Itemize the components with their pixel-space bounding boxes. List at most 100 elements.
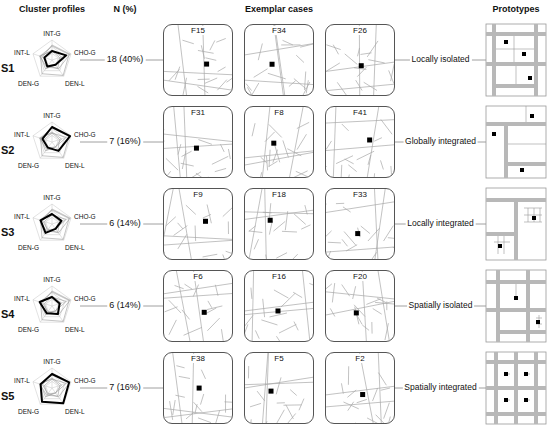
street-line [285,413,296,424]
street-line [184,327,202,335]
street-line [261,157,267,163]
street-line [377,298,386,303]
prototype-site [504,40,508,44]
street-line [245,210,314,220]
axis-label: DEN-L [65,80,85,87]
street-line [279,324,296,333]
street-line [373,388,378,401]
street-line [326,251,331,260]
street-line [294,322,298,331]
radar-profile [40,297,60,314]
prototype-lane [524,208,542,209]
exemplar-case-box: F18 [244,188,314,260]
prototype-lane [504,236,505,254]
case-label-holder: F6 [164,273,232,282]
prototype-lane [494,49,536,50]
street-line [164,236,233,240]
street-line [348,402,354,411]
street-map [326,25,395,96]
prototype-lane [516,282,517,296]
street-line [343,207,351,212]
street-line [283,40,293,45]
prototype-frame [486,106,546,178]
street-line [265,132,275,142]
street-line [333,107,336,178]
street-line [263,299,265,317]
street-line [297,134,306,149]
site-marker [270,62,275,67]
street-line [217,80,226,91]
street-line [386,301,387,310]
street-map [164,189,233,260]
street-line [224,401,233,403]
street-line [342,124,349,131]
prototype-street [486,280,546,284]
street-line [245,212,314,214]
prototype-lane [524,215,542,216]
street-line [205,58,216,61]
column-header: N (%) [114,5,137,15]
street-line [361,226,370,233]
street-line [393,171,395,173]
prototype-name: Globally integrated [403,137,478,146]
radar-chart [33,204,71,240]
street-line [375,302,395,304]
street-line [357,67,366,76]
prototype-site [524,372,528,376]
street-line [227,77,233,82]
street-line [354,305,365,317]
street-line [273,221,285,231]
street-line [201,394,204,405]
street-line [275,146,280,163]
street-line [203,25,205,96]
case-label-holder: F31 [164,109,232,118]
cluster-size: 18 (40%) [105,55,146,65]
street-line [216,38,225,42]
street-line [347,390,356,397]
street-line [178,25,187,96]
axis-label: CHO-G [74,213,96,220]
street-line [166,158,178,170]
case-id: F15 [189,26,207,35]
street-line [326,292,395,300]
site-marker [194,146,199,151]
street-line [245,152,314,166]
street-line [374,189,385,260]
prototype-street [486,308,546,312]
exemplar-case-box: F38 [163,352,233,424]
radar-grid [33,40,71,76]
site-marker [202,310,207,315]
radar-other-profile [41,292,70,321]
street-line [337,82,348,96]
street-line [289,254,298,260]
street-line [198,79,210,80]
exemplar-case-box: F2 [325,352,395,424]
prototype-site [492,132,496,136]
street-line [165,171,171,178]
street-line [194,402,202,411]
site-marker [203,219,208,224]
axis-label: DEN-G [18,408,39,415]
cluster-id: S1 [1,62,14,74]
street-line [176,366,184,368]
cluster-id: S2 [1,144,14,156]
street-line [262,353,268,424]
exemplar-case-box: F41 [325,106,395,178]
street-line [326,284,332,293]
street-line [164,141,165,151]
street-line [164,408,233,417]
street-line [333,45,338,55]
street-line [252,83,259,95]
exemplar-case-box: F16 [244,270,314,342]
street-line [182,40,193,44]
axis-label: CHO-G [74,377,96,384]
street-line [341,383,343,393]
prototype-site [504,372,508,376]
street-line [169,320,176,335]
street-line [233,57,234,65]
street-line [170,401,173,420]
street-line [210,40,215,50]
street-line [265,423,271,424]
prototype-street [486,232,516,236]
street-line [186,412,194,419]
